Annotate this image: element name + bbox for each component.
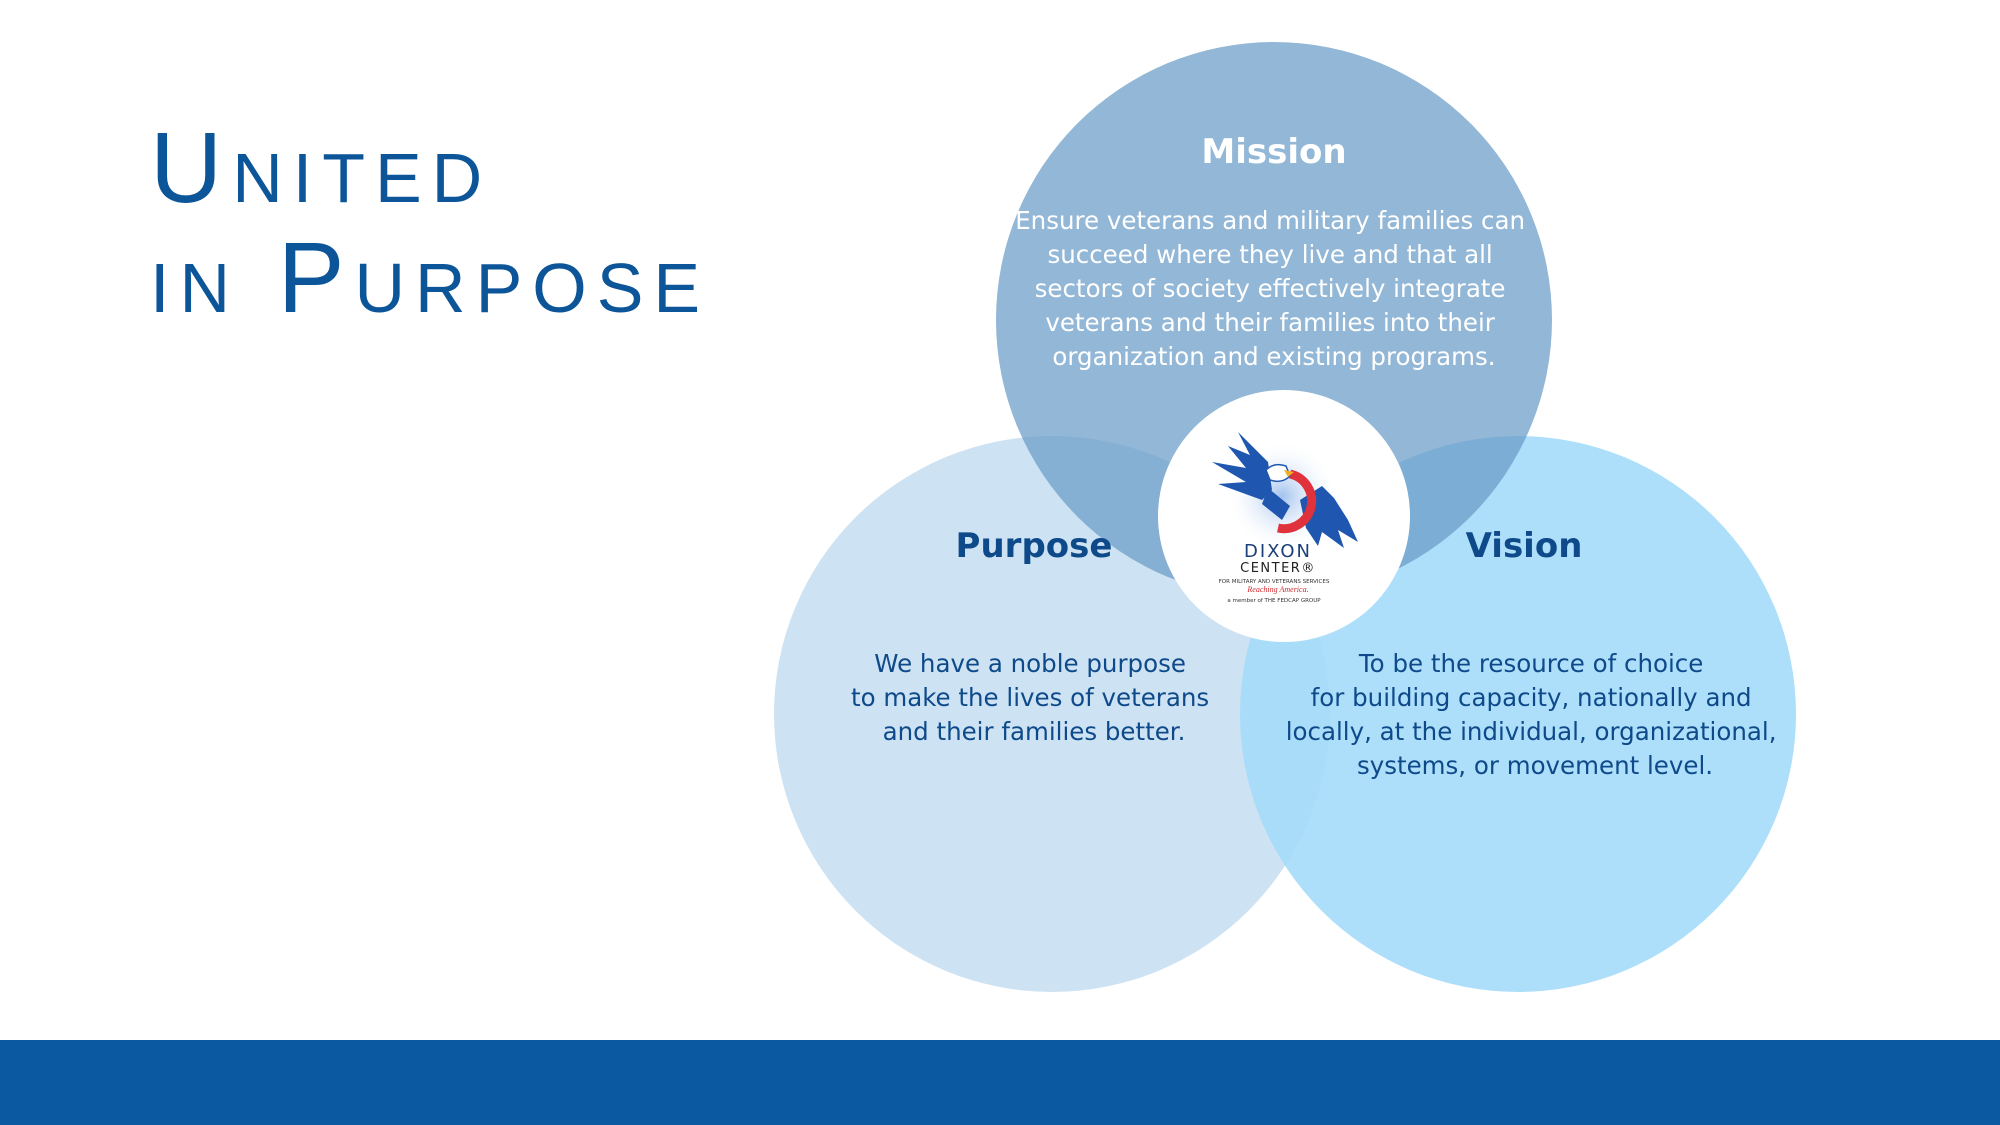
logo-tagline: Reaching America. [1246,585,1308,594]
mission-line: sectors of society effectively integrate [1035,274,1506,303]
dixon-center-logo: DIXON CENTER® FOR MILITARY AND VETERANS … [1158,390,1410,642]
mission-line: veterans and their families into their [1045,308,1495,337]
purpose-line: We have a noble purpose [874,649,1186,678]
vision-heading: Vision [1466,526,1583,566]
mission-line: Ensure veterans and military families ca… [1015,206,1525,235]
purpose-heading: Purpose [956,526,1113,566]
eagle-icon [1212,432,1358,548]
logo-member: a member of THE FEDCAP GROUP [1227,598,1321,604]
vision-line: for building capacity, nationally and [1311,683,1752,712]
venn-diagram: Mission Ensure veterans and military fam… [774,42,1796,992]
page-title-line-2: in Purpose [150,222,711,334]
purpose-line: to make the lives of veterans [851,683,1209,712]
vision-text: To be the resource of choice for buildin… [1286,649,1785,780]
purpose-line: and their families better. [883,717,1186,746]
footer-bar [0,1040,2000,1125]
mission-line: succeed where they live and that all [1047,240,1492,269]
mission-heading: Mission [1201,132,1346,172]
mission-text: Ensure veterans and military families ca… [1015,206,1533,371]
page-title-line-1: United [150,112,493,224]
vision-line: To be the resource of choice [1358,649,1703,678]
logo-name-line-1: DIXON [1244,541,1312,562]
mission-circle [996,42,1552,598]
logo-name-line-2: CENTER® [1240,561,1316,576]
vision-line: systems, or movement level. [1357,751,1713,780]
logo-subtitle: FOR MILITARY AND VETERANS SERVICES [1219,579,1330,585]
mission-line: organization and existing programs. [1052,342,1495,371]
vision-line: locally, at the individual, organization… [1286,717,1777,746]
purpose-text: We have a noble purpose to make the live… [851,649,1217,746]
